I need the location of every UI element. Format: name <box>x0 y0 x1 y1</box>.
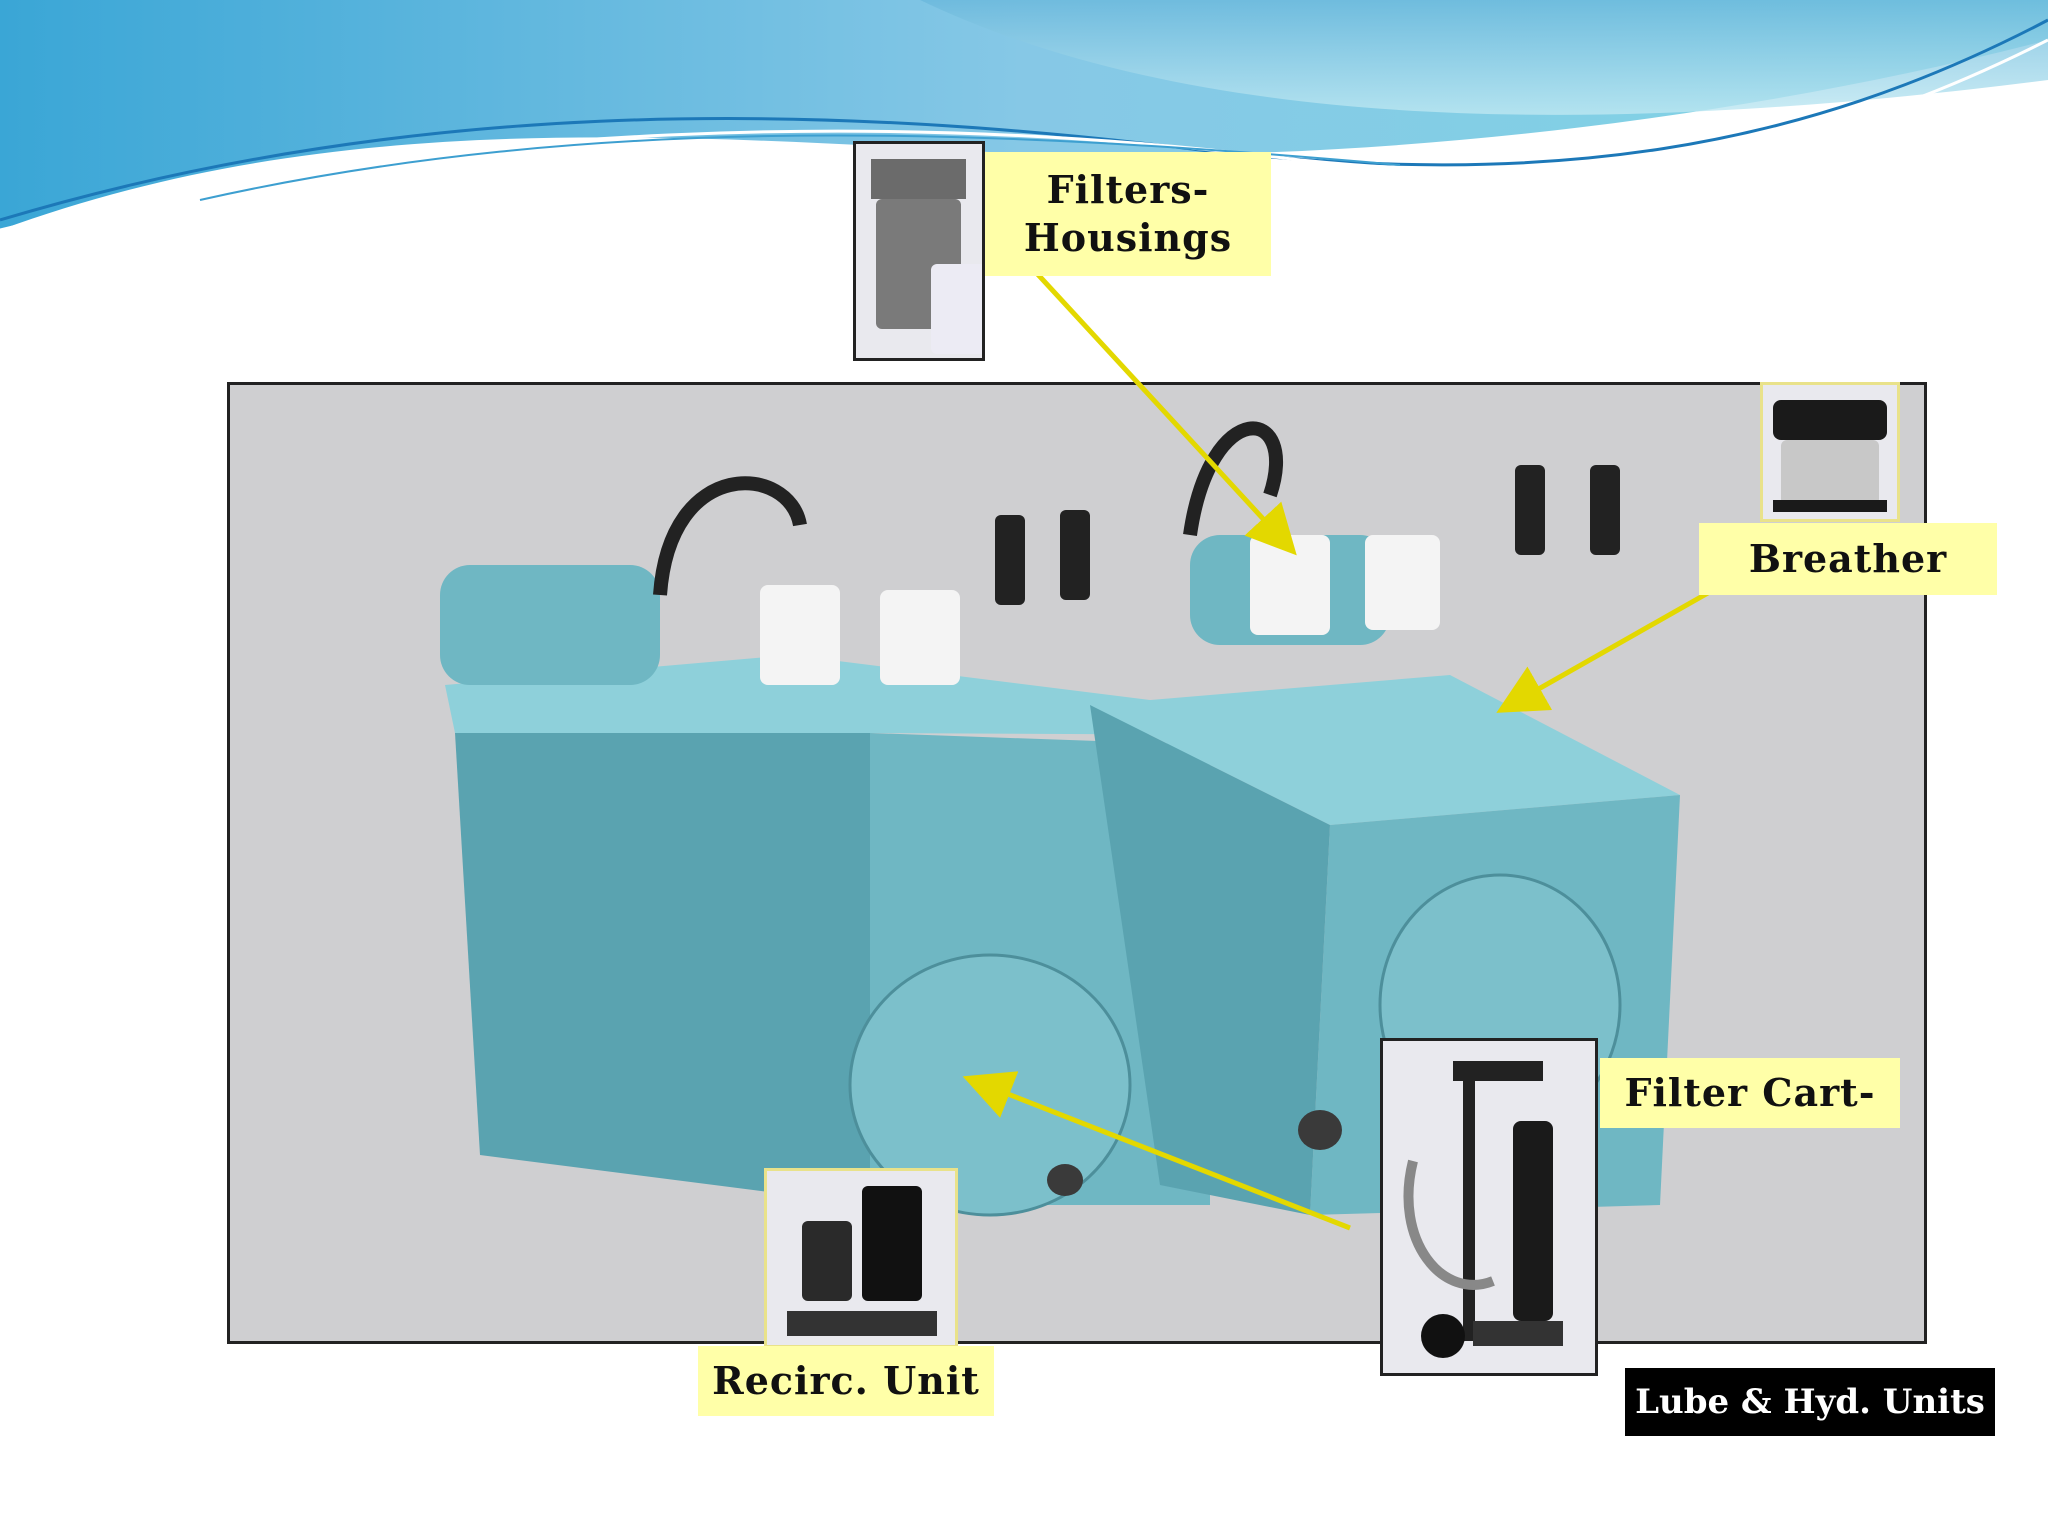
slide-title: Lube & Hyd. Units <box>1625 1368 1995 1436</box>
breather-label: Breather <box>1699 523 1997 595</box>
recirc-unit-image <box>787 1186 937 1336</box>
filter-cart-image <box>1403 1061 1563 1358</box>
recirc-unit-label: Recirc. Unit <box>698 1346 994 1416</box>
twin-reservoir-illustration <box>440 421 1680 1217</box>
hydraulic-units-photo <box>227 382 1927 1344</box>
filter-housing-image <box>871 159 982 354</box>
recirc-unit-thumbnail <box>764 1168 958 1348</box>
header-wave-decoration <box>0 0 2048 232</box>
filter-housing-thumbnail <box>853 141 985 361</box>
filters-housings-label: Filters- Housings <box>985 152 1271 276</box>
breather-thumbnail <box>1760 382 1900 522</box>
breather-image <box>1773 400 1887 512</box>
filter-cart-label: Filter Cart- <box>1600 1058 1900 1128</box>
filter-cart-thumbnail <box>1380 1038 1598 1376</box>
